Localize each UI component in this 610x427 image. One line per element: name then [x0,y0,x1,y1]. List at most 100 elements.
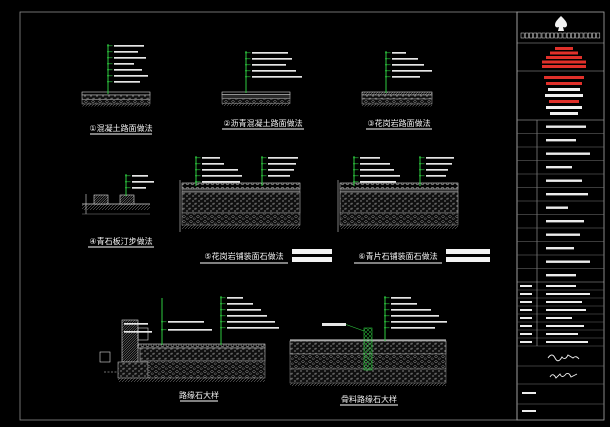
leader-dot [261,156,263,159]
title-block-text-line [545,94,583,97]
layer-gravel [221,98,291,104]
scale-note-bar [446,257,490,262]
leader-dot [107,44,109,47]
leader-dot [195,162,197,165]
title-block-text-line [546,152,590,155]
leader-dot [245,69,247,72]
layer-asphalt [221,94,291,99]
annotation-text-line [227,303,253,305]
leader-dot [261,174,263,177]
layer-subgrade [118,378,265,382]
detail-3-drawing [361,51,433,130]
annotation-text-line [426,169,448,171]
annotation-text-line [391,297,411,299]
leader-dot [353,180,355,183]
layer-concrete [139,347,266,362]
detail-8-drawing [289,296,447,406]
leader-dot [419,162,421,165]
annotation-text-line [227,297,243,299]
leader-dot [384,320,386,323]
leader-dot [107,56,109,59]
title-block-text-line [546,274,576,277]
layer-surface [81,91,151,96]
title-block-text-line [546,106,582,109]
annotation-text-line [392,70,432,72]
annotation-text-line [391,309,431,311]
layer-mortar [181,188,301,193]
company-name-glyph [529,32,533,39]
title-block-text-line [546,341,588,343]
detail-6-drawing [337,156,490,264]
annotation-text-line [114,69,142,71]
annotation-text-line [322,323,346,326]
layer-subgrade [82,104,150,107]
leader-dot [220,320,222,323]
annotation-text-line [227,321,275,323]
title-block-text-line [546,179,582,182]
layer-concrete [181,191,301,214]
title-block-text-line [546,125,586,128]
annotation-text-line [114,81,140,83]
company-name-glyph [583,32,588,39]
leader-dot [245,51,247,54]
title-block-text-line [520,333,532,335]
annotation-text-line [268,169,294,171]
layer-concrete [289,368,447,384]
curb-foundation [117,361,149,379]
annotation-text-line [168,321,204,323]
annotation-text-line [202,163,224,165]
leader-dot [125,186,127,189]
leader-dot [385,63,387,66]
leader-dot [107,80,109,83]
edge-strip [363,327,373,371]
detail-2-title: ②沥青混凝土路面做法 [223,118,302,128]
annotation-text-line [391,321,447,323]
title-block-text-line [548,88,580,91]
logo-stripe [542,65,586,68]
company-name-glyph [558,32,563,39]
annotation-text-line [114,75,148,77]
company-name-glyph [520,32,525,39]
title-block-text-line [546,317,572,319]
annotation-text-line [114,57,146,59]
annotation-text-line [426,163,452,165]
title-block-text-line [546,309,586,311]
leader-dot [220,314,222,317]
leader-dot [353,156,355,159]
layer-concrete [81,94,151,100]
signature-mark [549,372,578,379]
company-name-glyph [541,32,546,39]
detail-5-drawing [179,156,332,264]
title-block-text-line [522,392,536,394]
annotation-text-line [391,303,417,305]
title-block-text-line [520,341,532,343]
leader-dot [384,296,386,299]
leader-dot [245,63,247,66]
annotation-text-line [124,323,148,325]
annotation-text-line [426,157,454,159]
layer-subgrade [222,103,290,106]
detail-1-title: ①混凝土路面做法 [89,123,152,133]
leader-tick [345,324,365,332]
annotation-text-line [391,315,439,317]
annotation-text-line [114,45,144,47]
leader-dot [385,57,387,60]
annotation-text-line [132,187,146,189]
leader-dot [220,308,222,311]
leader-dot [384,326,386,329]
detail-8-title: 骨料路缘石大样 [341,394,397,404]
leader-dot [245,75,247,78]
leader-dot [261,162,263,165]
detail-2-drawing [221,51,304,130]
logo-stripe [542,60,586,64]
annotation-text-line [252,64,286,66]
leader-dot [261,168,263,171]
company-name-glyph [537,32,542,39]
title-block-text-line [546,233,580,236]
annotation-text-line [202,169,238,171]
leader-dot [107,50,109,53]
leader-dot [220,326,222,329]
company-name-glyph [550,32,554,39]
layer-subgrade [340,225,458,229]
